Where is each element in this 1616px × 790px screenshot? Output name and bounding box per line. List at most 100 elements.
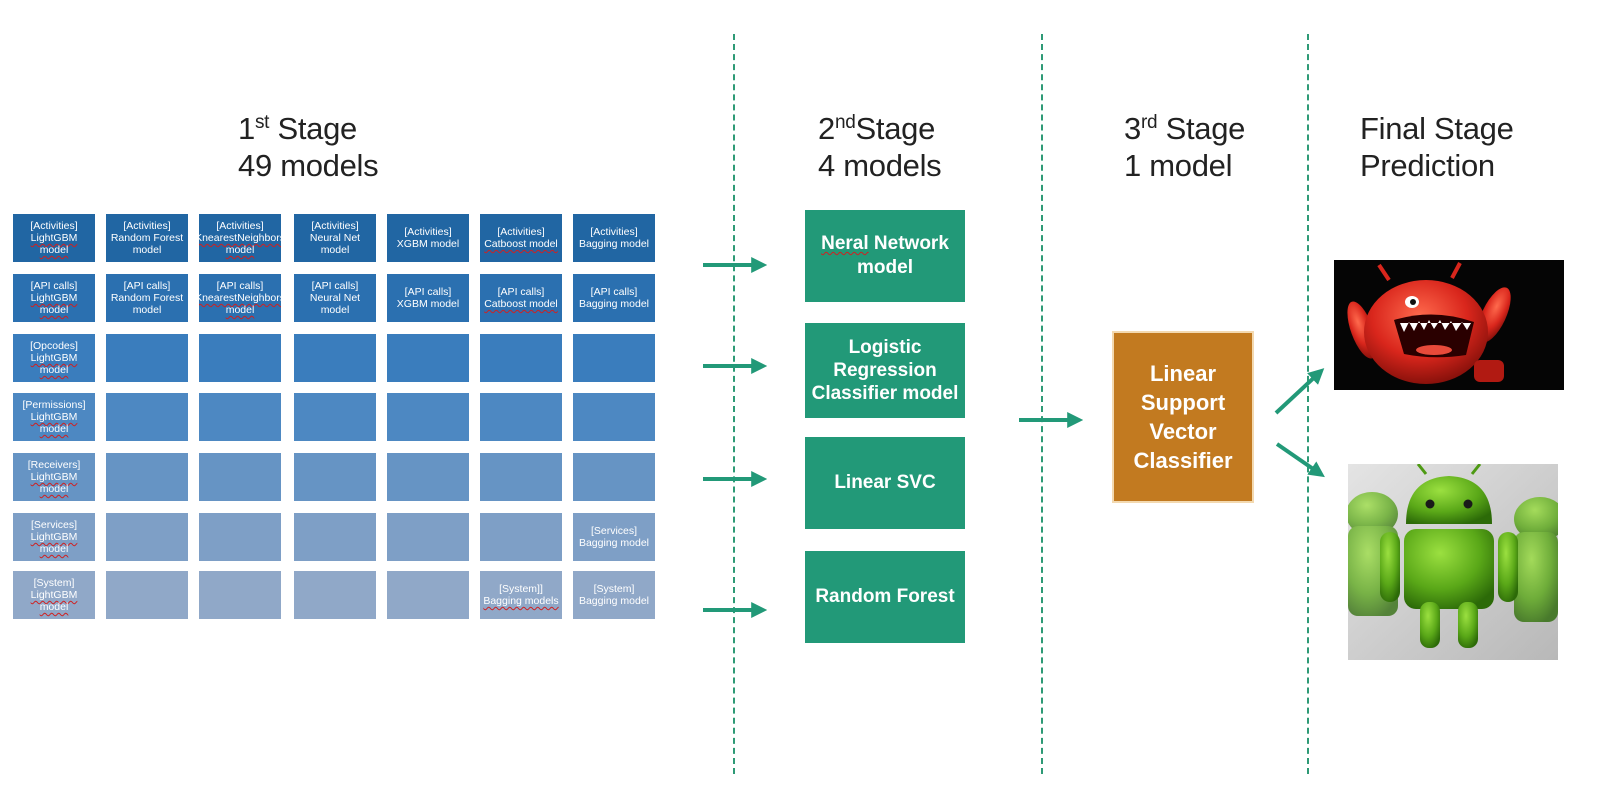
model-cell-activities-7: [Activities]Bagging model [573,214,655,262]
cell-model-label: Bagging model [578,298,650,310]
cell-model-label: LightGBM model [30,411,78,435]
model-cell-activities-5: [Activities]XGBM model [387,214,469,262]
model-cell-api-calls-2: [API calls]Random Forest model [106,274,188,322]
arrow-to-benign [1275,442,1325,478]
cell-model-label: Neural Net model [309,232,361,256]
cell-feature-label: [Opcodes] [30,340,78,352]
cell-model-label: XGBM model [396,238,460,250]
cell-feature-label: [API calls] [497,286,545,298]
cell-feature-label: [System] [33,577,75,589]
model-cell-services-2 [106,513,188,561]
model-cell-permissions-5 [387,393,469,441]
model-cell-receivers-3 [199,453,281,501]
cell-model-label: LightGBM model [30,589,78,613]
cell-feature-label: [API calls] [404,286,452,298]
model-cell-services-6 [480,513,562,561]
cell-feature-label: [API calls] [30,280,78,292]
cell-feature-label: [Services] [30,519,78,531]
model-cell-services-5 [387,513,469,561]
model-cell-activities-3: [Activities]KnearestNeighbors model [199,214,281,262]
model-cell-opcodes-3 [199,334,281,382]
model-cell-receivers-7 [573,453,655,501]
model-cell-services-4 [294,513,376,561]
stage-2-box-random-forest: Random Forest [805,551,965,643]
cell-model-label: Bagging models [483,595,559,607]
cell-feature-label: [Activities] [123,220,171,232]
cell-feature-label: [Services] [590,525,638,537]
cell-model-label: Bagging model [578,595,650,607]
cell-model-label: KnearestNeighbors model [199,292,281,316]
cell-feature-label: [API calls] [123,280,171,292]
stage-3-title: 3rd Stage 1 model [1124,111,1246,183]
cell-model-label: XGBM model [396,298,460,310]
stage-1-title: 1st Stage 49 models [238,111,379,183]
cell-model-label: LightGBM model [30,292,78,316]
model-cell-receivers-5 [387,453,469,501]
model-cell-system-1: [System]LightGBM model [13,571,95,619]
model-cell-permissions-2 [106,393,188,441]
cell-feature-label: [Activities] [311,220,359,232]
model-cell-api-calls-5: [API calls]XGBM model [387,274,469,322]
cell-model-label: KnearestNeighbors model [199,232,281,256]
model-cell-receivers-4 [294,453,376,501]
model-cell-activities-1: [Activities]LightGBM model [13,214,95,262]
cell-feature-label: [Activities] [497,226,545,238]
arrow-to-malicious [1274,368,1325,415]
stage-divider-2 [1041,34,1043,774]
cell-model-label: Neural Net model [309,292,361,316]
model-cell-receivers-6 [480,453,562,501]
benign-android-image [1348,464,1558,660]
stage-2-title: 2ndStage 4 models [818,111,942,183]
model-cell-opcodes-1: [Opcodes]LightGBM model [13,334,95,382]
cell-model-label: LightGBM model [30,471,78,495]
cell-model-label: Catboost model [484,298,558,310]
cell-feature-label: [Permissions] [22,399,86,411]
model-cell-receivers-2 [106,453,188,501]
stage-divider-3 [1307,34,1309,774]
malicious-android-image [1334,260,1564,390]
cell-feature-label: [Activities] [30,220,78,232]
cell-feature-label: [Activities] [216,220,264,232]
cell-feature-label: [API calls] [590,286,638,298]
model-cell-permissions-7 [573,393,655,441]
model-cell-system-7: [System]Bagging model [573,571,655,619]
model-cell-opcodes-5 [387,334,469,382]
model-cell-activities-2: [Activities]Random Forest model [106,214,188,262]
final-stage-title: Final Stage Prediction [1360,111,1514,183]
model-cell-permissions-3 [199,393,281,441]
model-cell-permissions-6 [480,393,562,441]
model-cell-permissions-1: [Permissions]LightGBM model [13,393,95,441]
stage-divider-1 [733,34,735,774]
model-cell-activities-6: [Activities]Catboost model [480,214,562,262]
cell-feature-label: [Activities] [590,226,638,238]
stage-1-model-grid: [Activities]LightGBM model[Activities]Ra… [13,214,658,623]
model-cell-system-3 [199,571,281,619]
model-cell-opcodes-7 [573,334,655,382]
model-cell-api-calls-7: [API calls]Bagging model [573,274,655,322]
model-cell-opcodes-4 [294,334,376,382]
cell-model-label: Random Forest model [110,232,184,256]
model-cell-api-calls-6: [API calls]Catboost model [480,274,562,322]
model-cell-opcodes-6 [480,334,562,382]
cell-feature-label: [API calls] [216,280,264,292]
cell-model-label: LightGBM model [30,352,78,376]
model-cell-system-5 [387,571,469,619]
model-cell-api-calls-1: [API calls]LightGBM model [13,274,95,322]
cell-feature-label: [API calls] [311,280,359,292]
stage-2-box-linear-svc: Linear SVC [805,437,965,529]
model-cell-api-calls-3: [API calls]KnearestNeighbors model [199,274,281,322]
cell-model-label: Catboost model [484,238,558,250]
cell-model-label: Bagging model [578,537,650,549]
model-cell-system-4 [294,571,376,619]
model-cell-services-3 [199,513,281,561]
model-cell-permissions-4 [294,393,376,441]
cell-feature-label: [System] [593,583,635,595]
model-cell-opcodes-2 [106,334,188,382]
model-cell-api-calls-4: [API calls]Neural Net model [294,274,376,322]
cell-model-label: LightGBM model [30,232,78,256]
cell-model-label: Bagging model [578,238,650,250]
cell-feature-label: [Receivers] [27,459,81,471]
cell-model-label: Random Forest model [110,292,184,316]
